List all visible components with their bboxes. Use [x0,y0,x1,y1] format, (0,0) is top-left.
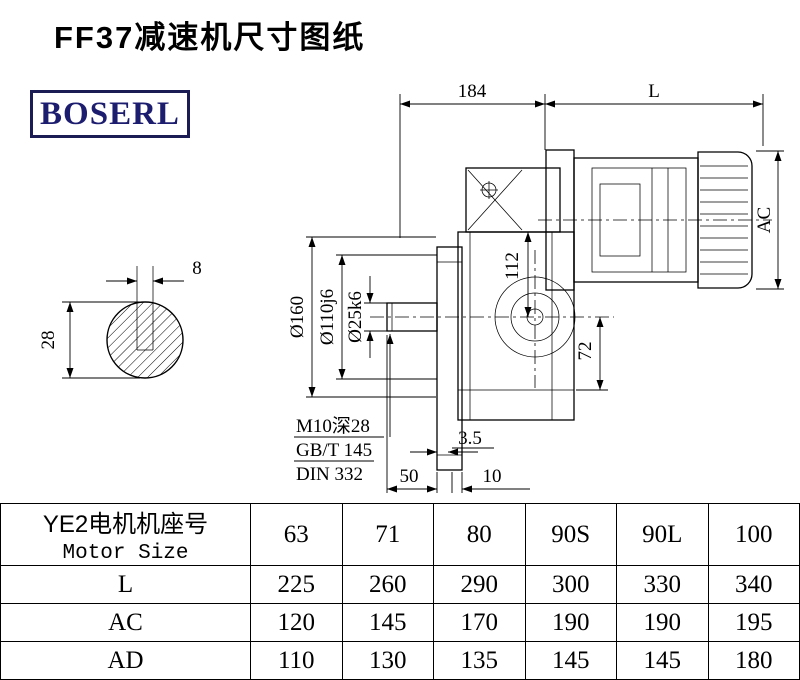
shaft-cross-section: 8 28 [38,258,202,379]
dim-shaft-dia: Ø25k6 [345,291,366,343]
table-cell: 330 [616,565,709,604]
note-gbt145: GB/T 145 [296,440,372,461]
table-cell: 71 [341,503,434,566]
dim-72: 72 [575,342,596,361]
boserl-logo: BOSERL [30,90,190,138]
row-label: L [0,565,251,604]
dim-shaft-section: 28 [38,331,59,350]
dim-50: 50 [400,466,419,487]
dim-motor-length: L [648,81,660,102]
table-header-row: YE2电机机座号 Motor Size 63 71 80 90S 90L 100 [0,503,800,566]
table-cell: 80 [433,503,526,566]
notes-and-bottom-dims: M10深28 GB/T 145 DIN 332 3.5 50 10 [294,334,530,493]
height-dimensions: 112 72 [502,232,608,391]
table-cell: 135 [433,641,526,680]
table-row-AD: AD 110 130 135 145 145 180 [0,641,800,680]
note-din332: DIN 332 [296,464,363,485]
row-label: AD [0,641,251,680]
dim-3-5: 3.5 [458,428,482,449]
dimension-table: YE2电机机座号 Motor Size 63 71 80 90S 90L 100… [0,503,800,680]
table-cell: 120 [250,603,343,642]
table-cell: 195 [707,603,800,642]
table-cell: 63 [250,503,343,566]
table-cell: 145 [524,641,617,680]
table-cell: 340 [707,565,800,604]
table-cell: 190 [524,603,617,642]
dim-flange-od: Ø160 [287,296,308,338]
table-cell: 190 [616,603,709,642]
dim-112: 112 [502,252,523,280]
technical-drawing: 8 28 184 L [38,81,784,493]
table-cell: 90L [616,503,709,566]
motor-size-label-cn: YE2电机机座号 [42,511,209,538]
table-cell: 170 [433,603,526,642]
motor-fins [700,165,748,275]
note-tap-hole: M10深28 [296,415,370,437]
table-cell: 300 [524,565,617,604]
dim-184: 184 [458,81,487,102]
table-cell: 110 [250,641,343,680]
top-dimensions: 184 L [399,81,764,238]
motor-size-label-en: Motor Size [62,542,189,565]
table-row-AC: AC 120 145 170 190 190 195 [0,603,800,642]
dim-ac: AC [754,207,775,233]
diameter-dimensions: Ø160 Ø110j6 Ø25k6 [287,236,437,398]
row-label: AC [0,603,251,642]
boserl-logo-text: BOSERL [40,95,180,132]
table-cell: 180 [707,641,800,680]
gearbox-outline [370,167,614,471]
table-row-L: L 225 260 290 300 330 340 [0,565,800,604]
dim-spigot: Ø110j6 [317,289,338,345]
motor-outline [538,149,772,291]
table-cell: 290 [433,565,526,604]
table-cell: 100 [707,503,800,566]
table-cell: 145 [616,641,709,680]
page-title: FF37减速机尺寸图纸 [54,20,366,55]
table-cell: 145 [341,603,434,642]
table-cell: 260 [341,565,434,604]
motor-size-header-cell: YE2电机机座号 Motor Size [0,503,251,566]
dim-key-width: 8 [192,258,202,279]
table-cell: 130 [341,641,434,680]
table-cell: 225 [250,565,343,604]
table-cell: 90S [524,503,617,566]
dim-10: 10 [483,466,502,487]
ac-dimension: AC [754,150,784,290]
